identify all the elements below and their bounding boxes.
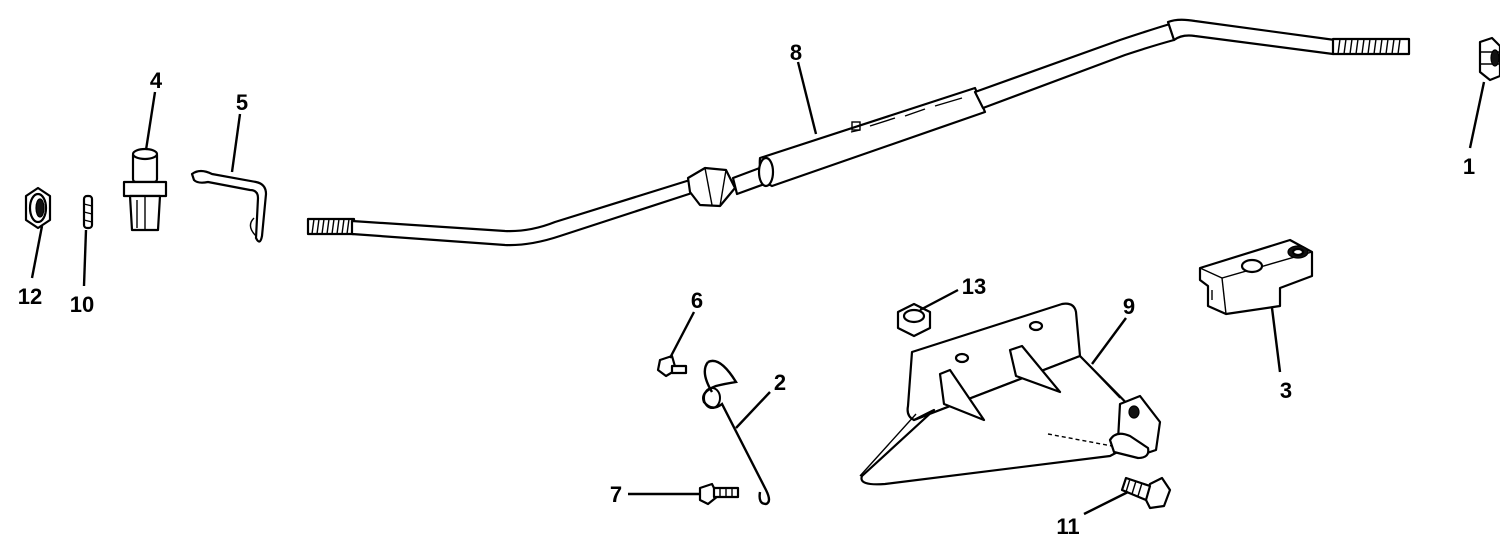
callout-3: 3	[1280, 378, 1292, 403]
callout-10: 10	[70, 292, 94, 317]
leader-8	[796, 61, 818, 135]
leader-5	[230, 113, 242, 173]
spring-washer-icon	[82, 194, 94, 230]
leader-lines	[30, 61, 1486, 516]
leader-1	[1468, 81, 1486, 149]
callout-13: 13	[962, 274, 986, 299]
callout-1: 1	[1463, 154, 1475, 179]
hex-nut-icon	[896, 302, 932, 338]
screw-icon	[656, 354, 688, 378]
callout-labels: 1 2 3 4 5 6 7 8 9 10 11 12 13	[18, 40, 1475, 539]
callout-11: 11	[1056, 514, 1079, 539]
callout-2: 2	[774, 370, 786, 395]
bolt-icon	[1120, 476, 1172, 510]
hex-nut-icon	[1478, 36, 1500, 82]
leader-10	[82, 229, 88, 287]
pivot-bushing-icon	[122, 147, 168, 232]
mounting-bracket-icon	[859, 302, 1162, 486]
leader-3	[1270, 307, 1282, 373]
leader-2	[735, 391, 771, 429]
leader-6	[668, 311, 696, 359]
callout-9: 9	[1123, 294, 1135, 319]
callout-6: 6	[691, 288, 703, 313]
wire-spring-clip-icon	[702, 359, 771, 506]
callout-4: 4	[150, 68, 163, 93]
leader-13	[919, 288, 959, 312]
retaining-clip-icon	[190, 169, 268, 243]
hex-nut-icon	[24, 186, 52, 230]
leader-11	[1083, 490, 1129, 516]
callout-8: 8	[790, 40, 802, 65]
callout-7: 7	[610, 482, 622, 507]
callout-5: 5	[236, 90, 248, 115]
throttle-rod-assembly-icon	[306, 18, 1411, 247]
leader-4	[144, 91, 157, 151]
connector-block-icon	[1198, 238, 1314, 316]
callout-12: 12	[18, 284, 42, 309]
leader-12	[30, 225, 44, 279]
leader-9	[1091, 317, 1127, 365]
screw-icon	[698, 482, 740, 506]
